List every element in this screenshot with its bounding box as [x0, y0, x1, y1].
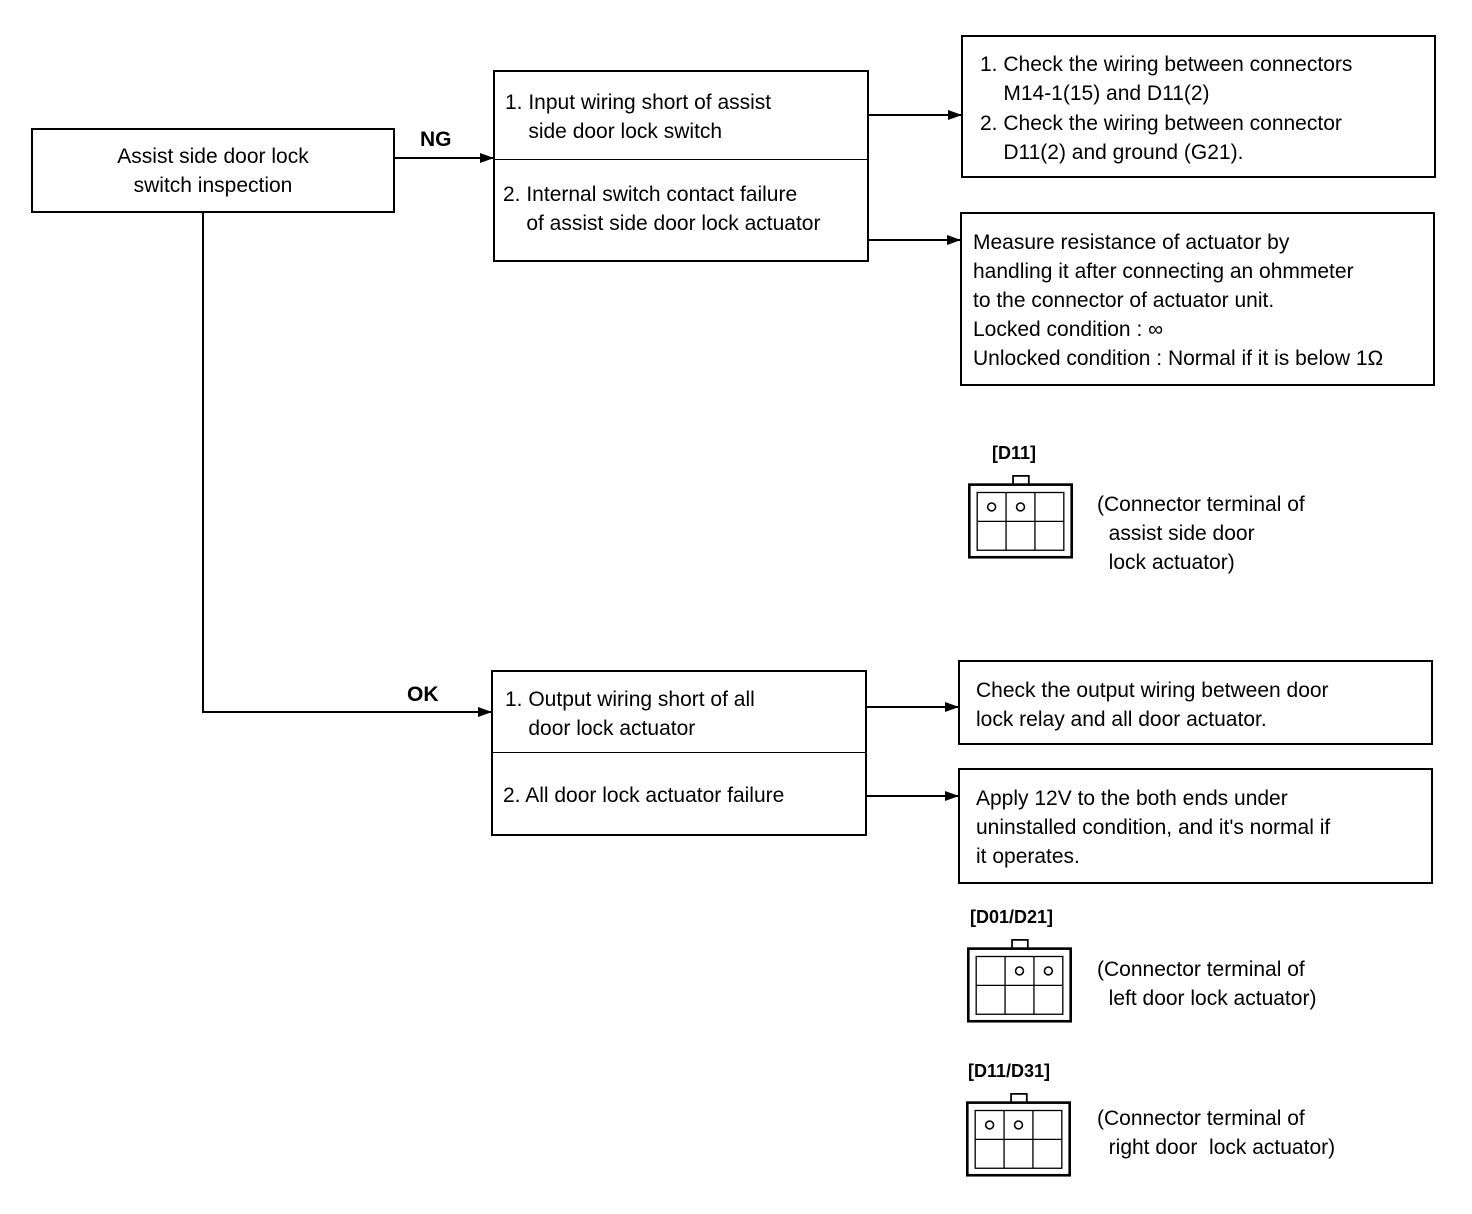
ng-action2-line3: to the connector of actuator unit. — [973, 289, 1275, 312]
connector-d11-d31-desc-line1: (Connector terminal of — [1097, 1107, 1305, 1130]
connector-d11-desc-line2: assist side door — [1097, 522, 1255, 545]
ok-action2-box: Apply 12V to the both ends under uninsta… — [958, 768, 1433, 884]
ok-cause-divider — [493, 752, 865, 753]
connector-pin-3 — [1043, 966, 1054, 976]
connector-pin-1 — [984, 1120, 995, 1130]
start-box: Assist side door lock switch inspection — [31, 128, 395, 213]
connector-pin-2 — [1015, 502, 1026, 512]
connector-pin-2 — [1014, 966, 1025, 976]
connector-d11-icon — [968, 475, 1073, 559]
ng-action1-line4: D11(2) and ground (G21). — [980, 141, 1244, 164]
ok-action2-line3: it operates. — [976, 845, 1080, 868]
ng-action2-line5: Unlocked condition : Normal if it is bel… — [973, 347, 1384, 370]
ok-cause1-line2: door lock actuator — [505, 717, 696, 740]
ng-action1-line1: 1. Check the wiring between connectors — [980, 53, 1353, 76]
ng-action1-box: 1. Check the wiring between connectors M… — [961, 35, 1436, 178]
ng-action1-line3: 2. Check the wiring between connector — [980, 112, 1342, 135]
ok-cause-box: 1. Output wiring short of all door lock … — [491, 670, 867, 836]
ok-action1-line1: Check the output wiring between door — [976, 679, 1329, 702]
ng-action2-line4: Locked condition : ∞ — [973, 318, 1164, 341]
connector-d11-d31-label: [D11/D31] — [968, 1061, 1051, 1081]
ng-cause2-line2: of assist side door lock actuator — [503, 212, 821, 235]
ok-cause2-line1: 2. All door lock actuator failure — [503, 784, 785, 807]
ok-label: OK — [407, 683, 439, 706]
ok-action2-line1: Apply 12V to the both ends under — [976, 787, 1288, 810]
ng-cause-box: 1. Input wiring short of assist side doo… — [493, 70, 869, 262]
ok-action1-line2: lock relay and all door actuator. — [976, 708, 1267, 731]
ng-cause1-line1: 1. Input wiring short of assist — [505, 91, 772, 114]
connector-pin-2 — [1013, 1120, 1024, 1130]
ok-path — [202, 213, 492, 717]
ng-action2-box: Measure resistance of actuator by handli… — [960, 212, 1435, 386]
ng-action2-line2: handling it after connecting an ohmmeter — [973, 260, 1354, 283]
connector-d11-desc-line1: (Connector terminal of — [1097, 493, 1305, 516]
ok-cause1-line1: 1. Output wiring short of all — [505, 688, 755, 711]
ng-cause-divider — [495, 159, 867, 160]
connector-d01-d21-label: [D01/D21] — [970, 907, 1054, 927]
connector-d01-d21-icon — [967, 939, 1072, 1023]
connector-d11-d31-desc-line2: right door lock actuator) — [1097, 1136, 1336, 1159]
start-box-line1: Assist side door lock — [117, 145, 309, 168]
connector-d01-d21-desc-line1: (Connector terminal of — [1097, 958, 1305, 981]
connector-pin-1 — [986, 502, 997, 512]
ng-action2-line1: Measure resistance of actuator by — [973, 231, 1290, 254]
connector-d01-d21-desc-line2: left door lock actuator) — [1097, 987, 1317, 1010]
ng-label: NG — [420, 128, 452, 151]
ng-cause1-line2: side door lock switch — [505, 120, 723, 143]
ng-cause2-line1: 2. Internal switch contact failure — [503, 183, 798, 206]
start-box-line2: switch inspection — [133, 174, 293, 197]
connector-d11-d31-icon — [966, 1093, 1071, 1177]
connector-d11-desc-line3: lock actuator) — [1097, 551, 1235, 574]
ok-action2-line2: uninstalled condition, and it's normal i… — [976, 816, 1331, 839]
ok-action1-box: Check the output wiring between door loc… — [958, 660, 1433, 745]
ng-action1-line2: M14-1(15) and D11(2) — [980, 82, 1210, 105]
connector-d11-label: [D11] — [992, 443, 1037, 463]
